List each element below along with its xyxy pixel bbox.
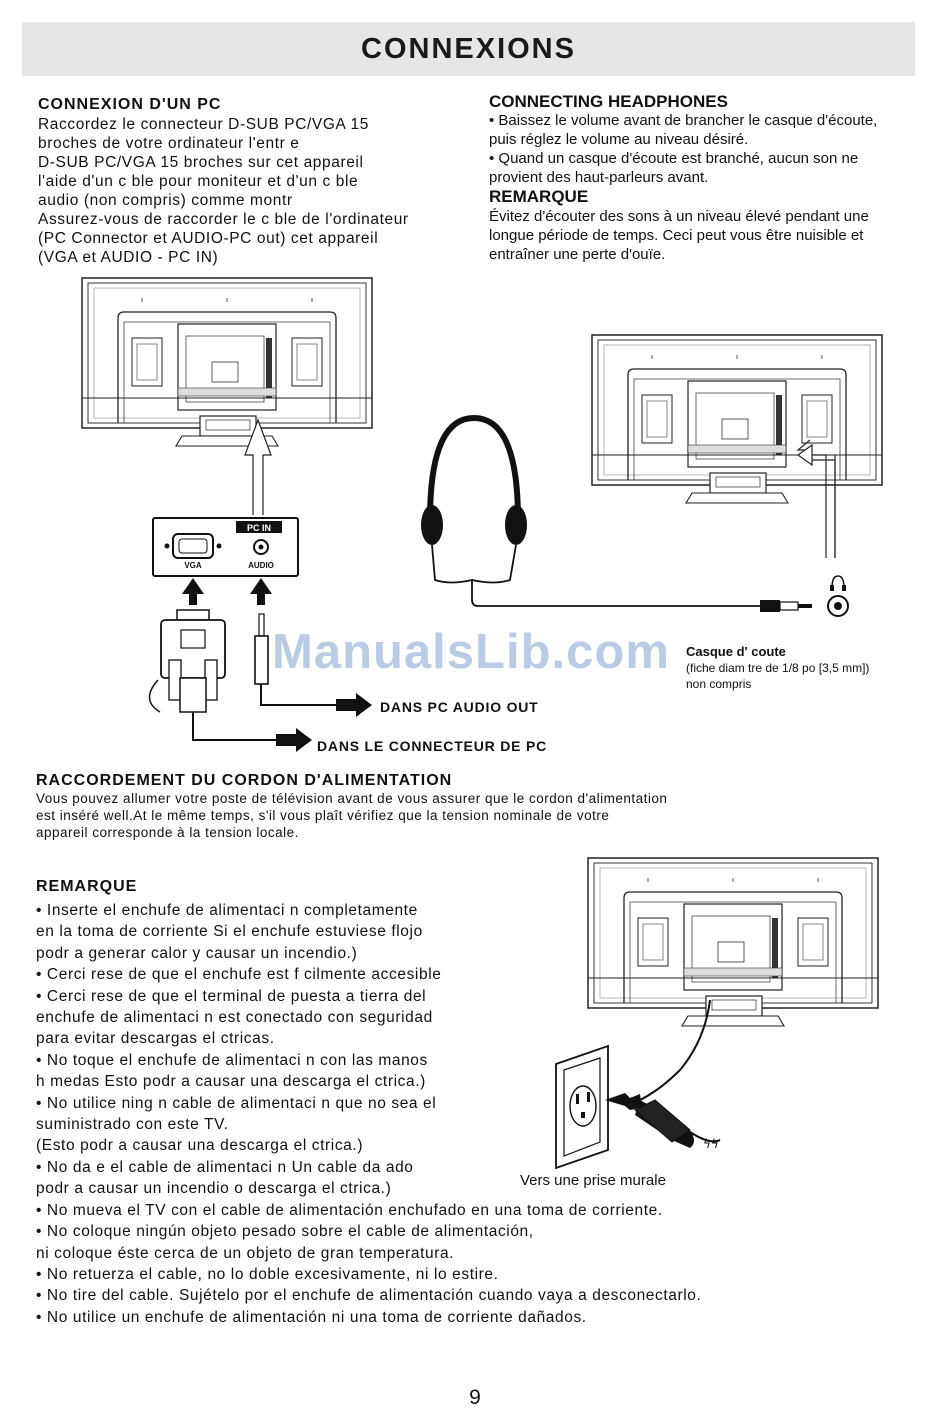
- list-item: podr a generar calor y causar un incendi…: [36, 944, 358, 962]
- list-item: • Inserte el enchufe de alimentaci n com…: [36, 902, 418, 919]
- list-item: • No utilice un enchufe de alimentación …: [36, 1308, 587, 1326]
- headphones-note-line: Évitez d'écouter des sons à un niveau él…: [489, 208, 869, 225]
- list-item: enchufe de alimentaci n est conectado co…: [36, 1009, 433, 1027]
- list-item: • No toque el enchufe de alimentaci n co…: [36, 1051, 428, 1069]
- remarque-list: • Inserte el enchufe de alimentaci n com…: [36, 900, 796, 1328]
- headphones-note-line: entraîner une perte d'ouïe.: [489, 246, 666, 263]
- pc-line: broches de votre ordinateur l'entr e: [38, 135, 300, 152]
- list-item: • No coloque ningún objeto pesado sobre …: [36, 1223, 534, 1241]
- page-title: CONNEXIONS: [361, 33, 576, 65]
- headphones-line: • Quand un casque d'écoute est branché, …: [489, 150, 859, 167]
- arrow-up-icon: [244, 418, 272, 515]
- list-item: • Cerci rese de que el terminal de puest…: [36, 987, 427, 1005]
- callout-pc-connector: DANS LE CONNECTEUR DE PC: [317, 738, 547, 754]
- remarque-title: REMARQUE: [36, 878, 138, 895]
- list-item: • No utilice ning n cable de alimentaci …: [36, 1094, 437, 1112]
- list-item: • No mueva el TV con el cable de aliment…: [36, 1201, 663, 1219]
- pc-line: Assurez-vous de raccorder le c ble de l'…: [38, 211, 409, 228]
- headphones-line: • Baissez le volume avant de brancher le…: [489, 112, 878, 129]
- list-item: ni coloque éste cerca de un objeto de gr…: [36, 1244, 455, 1262]
- remarque-section: REMARQUE • Inserte el enchufe de aliment…: [36, 877, 796, 1328]
- vga-plug-icon: [148, 609, 290, 741]
- list-item: • No retuerza el cable, no lo doble exce…: [36, 1265, 499, 1283]
- headphones-note-title: REMARQUE: [489, 187, 589, 206]
- list-item: (Esto podr a causar una descarga el ctri…: [36, 1137, 364, 1155]
- headphones-line: provient des haut-parleurs avant.: [489, 169, 709, 186]
- watermark: ManualsLib.com: [272, 625, 670, 679]
- svg-text:ϟϟ: ϟϟ: [703, 1137, 719, 1151]
- headphones-line: puis réglez le volume au niveau désiré.: [489, 131, 749, 148]
- wall-outlet-icon: [555, 1044, 609, 1170]
- power-title: RACCORDEMENT DU CORDON D'ALIMENTATION: [36, 772, 453, 789]
- audio-plug-icon: [254, 613, 340, 706]
- pc-line: (PC Connector et AUDIO-PC out) cet appar…: [38, 230, 379, 247]
- arrow-right-icon: [336, 693, 372, 717]
- list-item: • No tire del cable. Sujételo por el enc…: [36, 1287, 702, 1305]
- arrow-left-icon: [796, 443, 813, 467]
- arrow-up-icon: [250, 578, 272, 605]
- headphones-title: CONNECTING HEADPHONES: [489, 92, 728, 111]
- pc-line: audio (non compris) comme montr: [38, 192, 293, 209]
- pc-connection-title: CONNEXION D'UN PC: [38, 96, 222, 113]
- headphones-section: CONNECTING HEADPHONES • Baissez le volum…: [489, 92, 939, 264]
- power-line: appareil corresponde à la tension locale…: [36, 825, 299, 840]
- pc-connection-section: CONNEXION D'UN PC Raccordez le connecteu…: [38, 95, 468, 267]
- list-item: en la toma de corriente Si el enchufe es…: [36, 923, 423, 941]
- wall-outlet-caption: Vers une prise murale: [520, 1172, 666, 1189]
- callout-audio-out: DANS PC AUDIO OUT: [380, 699, 539, 715]
- list-item: para evitar descargas el ctricas.: [36, 1030, 275, 1048]
- audio-label: AUDIO: [248, 561, 274, 570]
- power-section: RACCORDEMENT DU CORDON D'ALIMENTATION Vo…: [36, 771, 796, 841]
- list-item: suministrado con este TV.: [36, 1116, 229, 1134]
- tv-back-headphones-illustration: [591, 334, 883, 504]
- power-line: Vous pouvez allumer votre poste de télév…: [36, 791, 668, 806]
- list-item: • Cerci rese de que el enchufe est f cil…: [36, 966, 442, 984]
- pc-in-panel: [152, 517, 299, 577]
- power-plug-icon: ϟϟ: [605, 1093, 721, 1151]
- headphones-icon: [421, 414, 849, 617]
- arrow-right-icon: [276, 728, 312, 752]
- title-banner: CONNEXIONS: [22, 22, 915, 76]
- headphones-caption-line: non compris: [686, 677, 752, 691]
- headphones-caption-line: (fiche diam tre de 1/8 po [3,5 mm]): [686, 661, 870, 675]
- headphones-note-line: longue période de temps. Ceci peut vous …: [489, 227, 864, 244]
- arrow-up-icon: [182, 578, 204, 605]
- pc-line: l'aide d'un c ble pour moniteur et d'un …: [38, 173, 359, 190]
- tv-back-pc-illustration: [81, 277, 373, 447]
- power-line: est inséré well.At le même temps, s'il v…: [36, 808, 610, 823]
- pc-line: D-SUB PC/VGA 15 broches sur cet appareil: [38, 154, 364, 171]
- headphones-caption-title: Casque d' coute: [686, 644, 786, 659]
- headphones-caption: Casque d' coute (fiche diam tre de 1/8 p…: [686, 644, 869, 692]
- pc-line: Raccordez le connecteur D-SUB PC/VGA 15: [38, 116, 369, 133]
- vga-label: VGA: [184, 561, 202, 570]
- list-item: h medas Esto podr a causar una descarga …: [36, 1073, 426, 1091]
- list-item: • No da e el cable de alimentaci n Un ca…: [36, 1158, 414, 1176]
- pc-in-label: PC IN: [247, 523, 271, 533]
- list-item: podr a causar un incendio o descarga el …: [36, 1180, 392, 1198]
- pc-line: (VGA et AUDIO - PC IN): [38, 249, 219, 266]
- page-number: 9: [469, 1386, 481, 1409]
